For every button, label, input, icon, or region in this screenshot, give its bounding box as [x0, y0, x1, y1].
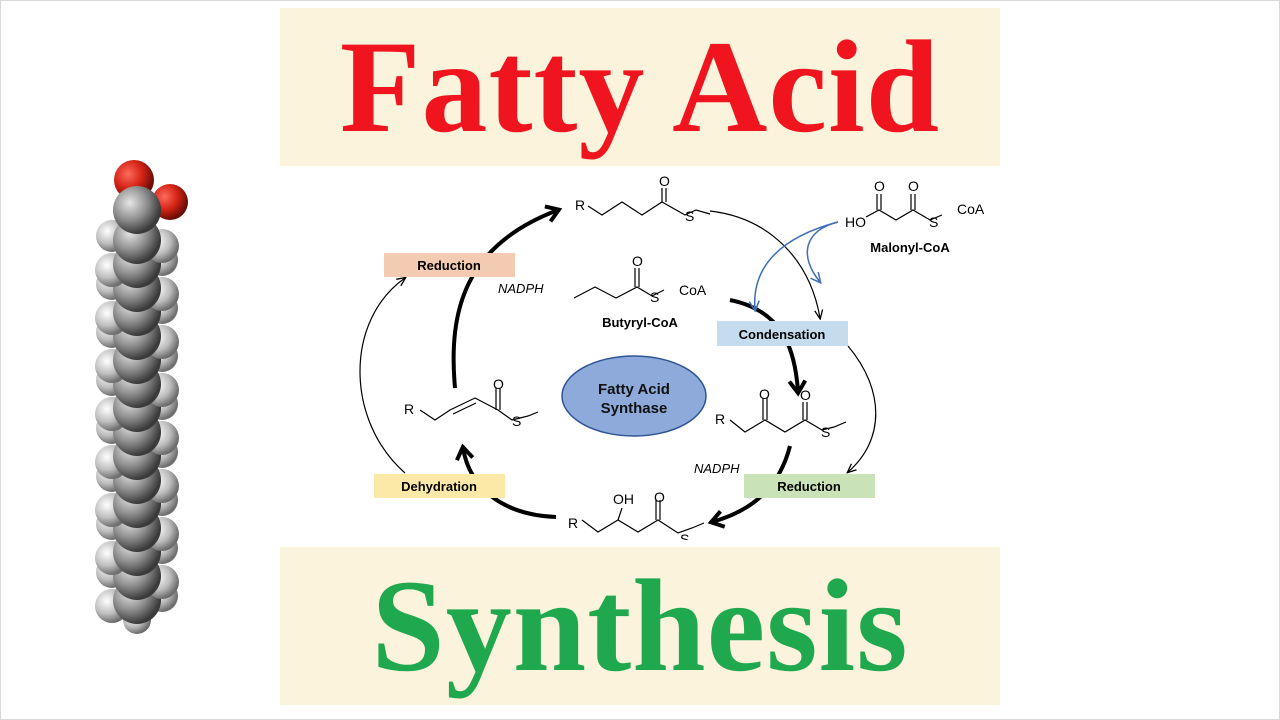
- reduction-right-box: [744, 474, 875, 498]
- atom-ho-malonyl: HO: [845, 214, 866, 230]
- atom-r-keto: R: [715, 411, 725, 427]
- malonyl-coa-structure: [865, 194, 943, 221]
- atom-s-top: S: [685, 208, 694, 224]
- malonyl-arrow-right: [806, 221, 839, 282]
- arrow-dehydration-to-reduction: [359, 278, 405, 474]
- reduction-right-label: Reduction: [777, 479, 841, 494]
- atom-o-keto-2: O: [800, 387, 811, 403]
- malonyl-coa-label: Malonyl-CoA: [870, 240, 950, 255]
- outer-thin-arrows: [359, 210, 877, 474]
- nadph-label-right: NADPH: [694, 461, 740, 476]
- atom-o-malonyl-2: O: [908, 178, 919, 194]
- malonyl-arrow-left: [755, 221, 839, 310]
- reduction-top-box: [384, 253, 515, 277]
- atom-o-top: O: [659, 173, 670, 189]
- dehydration-label: Dehydration: [401, 479, 477, 494]
- butyryl-coa-structure: [573, 268, 665, 299]
- title-fatty-acid: Fatty Acid: [339, 13, 941, 160]
- title-synthesis: Synthesis: [371, 552, 909, 699]
- title-panel-top: Fatty Acid: [280, 8, 1000, 166]
- malonyl-input-arrows: [755, 221, 839, 310]
- reduction-top-label: Reduction: [417, 258, 481, 273]
- ketoacyl-structure: [729, 398, 847, 433]
- synthase-label-line1: Fatty Acid: [598, 381, 670, 398]
- hydroxyacyl-structure: [581, 500, 705, 534]
- dehydration-box: [374, 474, 505, 498]
- fatty-acid-space-filling-model: [95, 160, 188, 634]
- carbon-atom: [113, 186, 161, 234]
- fatty-acid-synthesis-cycle: R O S O O HO S CoA Malonyl-CoA O S CoA B…: [359, 173, 985, 540]
- atom-o-enoyl: O: [493, 376, 504, 392]
- atom-r-hydroxy: R: [568, 515, 578, 531]
- atom-s-butyryl: S: [650, 289, 659, 305]
- atom-coa-malonyl: CoA: [957, 201, 985, 217]
- atom-s-keto: S: [821, 424, 830, 440]
- nadph-label-top: NADPH: [498, 281, 544, 296]
- oxygen-atom: [152, 184, 188, 220]
- atom-o-butyryl: O: [632, 253, 643, 269]
- arrow-product-to-condensation: [709, 210, 820, 318]
- atom-s-enoyl: S: [512, 413, 521, 429]
- atom-s-malonyl: S: [929, 214, 938, 230]
- acyl-thioester-structure: [587, 188, 711, 216]
- atom-r-top: R: [575, 197, 585, 213]
- atom-r-enoyl: R: [404, 401, 414, 417]
- atom-s-hydroxy: S: [680, 531, 689, 540]
- atom-o-hydroxy: O: [654, 489, 665, 505]
- atom-oh-hydroxy: OH: [613, 491, 634, 507]
- title-panel-bottom: Synthesis: [280, 547, 1000, 705]
- synthase-label-line2: Synthase: [601, 400, 668, 417]
- butyryl-coa-label: Butyryl-CoA: [602, 315, 678, 330]
- atom-o-keto-1: O: [759, 386, 770, 402]
- condensation-box: [717, 321, 848, 346]
- arrow-condensation-to-reduction: [848, 345, 877, 472]
- arrow-reduction-to-acyl: [451, 204, 563, 389]
- fatty-acid-synthase-ellipse: [561, 355, 707, 437]
- enoyl-structure: [419, 388, 539, 421]
- atom-o-malonyl-1: O: [874, 178, 885, 194]
- condensation-label: Condensation: [739, 327, 826, 342]
- atom-coa-butyryl: CoA: [679, 282, 707, 298]
